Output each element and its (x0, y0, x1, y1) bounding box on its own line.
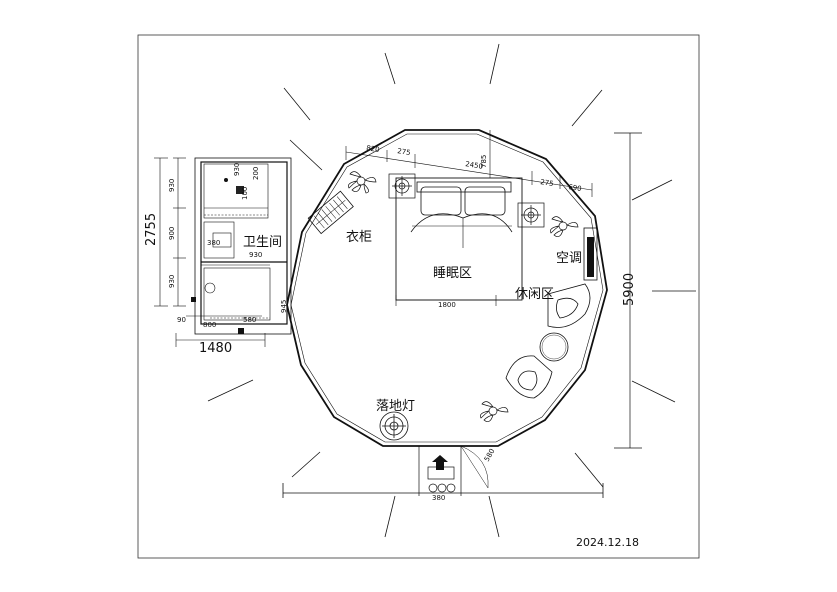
dim-bath-d3: 930 (168, 275, 176, 288)
entrance (418, 445, 489, 496)
bath-left-dimensions (154, 157, 186, 307)
plant-icon (348, 171, 377, 194)
dim-door-small: 380 (432, 494, 445, 502)
sleeping-area-label: 睡眠区 (433, 266, 472, 281)
entry-arrow-icon (432, 455, 448, 470)
floor-lamp (379, 411, 409, 441)
plant-icon (480, 401, 509, 422)
wardrobe-label: 衣柜 (346, 229, 372, 245)
dim-bath-inner-100: 100 (241, 187, 249, 200)
plant-icon (550, 216, 579, 237)
dim-bath-inner-930a: 930 (233, 163, 241, 176)
air-conditioner-label: 空调 (556, 251, 582, 266)
dim-top-690: 690 (568, 183, 582, 193)
overall-height-dimension (614, 132, 642, 449)
nightstand-left (388, 173, 416, 199)
dim-bath-d1: 930 (168, 179, 176, 192)
dim-bath-inner-200: 200 (252, 167, 260, 180)
dim-bath-w-580: 580 (243, 316, 256, 324)
dim-bed-width: 1800 (438, 301, 456, 309)
dim-bath-total-width: 1480 (199, 341, 232, 356)
drawing-date: 2024.12.18 (576, 536, 639, 549)
radial-guides (207, 43, 696, 538)
air-conditioner (583, 227, 598, 281)
dim-top-820: 820 (366, 144, 380, 154)
bathroom-label: 卫生间 (243, 235, 282, 250)
tent-outline (286, 129, 608, 447)
dim-bath-gap: 945 (280, 300, 288, 313)
dim-bath-inner-380: 380 (207, 239, 220, 247)
drawing-frame (137, 34, 700, 559)
leisure-area-label: 休闲区 (515, 287, 554, 302)
dim-door-width: 580 (483, 447, 497, 463)
dim-bath-w-90: 90 (177, 316, 186, 324)
hatch-icon (191, 297, 196, 302)
drain-icon (224, 178, 228, 182)
side-table (539, 332, 569, 362)
dim-bath-w-800: 800 (203, 321, 216, 329)
armchair-lower (505, 355, 553, 399)
dim-overall-height: 5900 (622, 273, 637, 306)
dim-top-275b: 275 (540, 178, 554, 188)
hatch-icon (236, 186, 244, 194)
top-dimension-lines (345, 130, 593, 197)
hatch-icon (238, 328, 244, 334)
floor-lamp-label: 落地灯 (376, 399, 415, 414)
dim-top-275a: 275 (397, 147, 411, 157)
wardrobe (307, 190, 354, 235)
dim-top-2450: 2450 (465, 160, 484, 171)
shower-icon (204, 282, 216, 294)
dim-bath-total-height: 2755 (144, 213, 159, 246)
dim-bath-inner-930b: 930 (249, 251, 262, 259)
nightstand-right (517, 202, 545, 228)
dim-top-785: 785 (480, 155, 488, 168)
dim-bath-d2: 900 (168, 227, 176, 240)
bed (395, 177, 523, 301)
armchair-upper (547, 283, 591, 328)
bed-dimension-line (395, 295, 497, 306)
bath-bottom-dimensions (175, 315, 266, 347)
side-table-inner (541, 334, 567, 360)
